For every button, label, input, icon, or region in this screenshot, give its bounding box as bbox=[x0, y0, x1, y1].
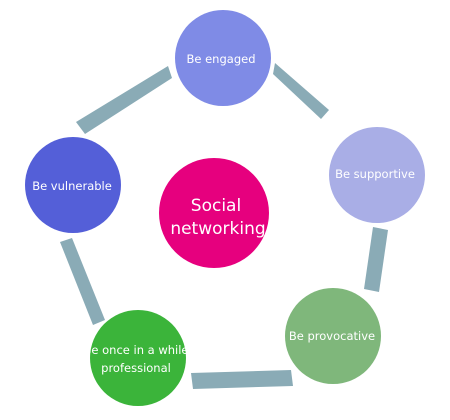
node-be-provocative-circle bbox=[285, 288, 381, 384]
cycle-arrow-provocative-to-professional bbox=[191, 370, 293, 389]
cycle-arrow-vulnerable-to-engaged bbox=[76, 66, 172, 134]
node-be-engaged: Be engaged bbox=[175, 10, 271, 106]
cycle-arrows bbox=[60, 63, 388, 389]
node-be-once-in-a-while-professional-label-line2: professional bbox=[101, 361, 171, 375]
cycle-arrow-engaged-to-supportive bbox=[273, 63, 329, 119]
node-be-engaged-label: Be engaged bbox=[186, 52, 255, 66]
center-label-line1: Social bbox=[191, 196, 241, 216]
node-be-supportive: Be supportive bbox=[329, 127, 425, 223]
cycle-arrow-professional-to-vulnerable bbox=[60, 238, 105, 325]
node-be-provocative: Be provocative bbox=[285, 288, 381, 384]
node-be-vulnerable: Be vulnerable bbox=[25, 137, 121, 233]
node-be-supportive-label: Be supportive bbox=[335, 167, 415, 181]
node-be-supportive-circle bbox=[329, 127, 425, 223]
node-be-provocative-label: Be provocative bbox=[289, 329, 375, 343]
center-node-social-networking: Social networking bbox=[159, 158, 269, 268]
node-be-vulnerable-label: Be vulnerable bbox=[32, 179, 112, 193]
node-be-once-in-a-while-professional: Be once in a while professional bbox=[84, 310, 189, 406]
center-circle bbox=[159, 158, 269, 268]
node-be-engaged-circle bbox=[175, 10, 271, 106]
node-be-once-in-a-while-professional-label-line1: Be once in a while bbox=[84, 343, 189, 357]
node-be-vulnerable-circle bbox=[25, 137, 121, 233]
node-be-once-in-a-while-professional-circle bbox=[90, 310, 186, 406]
center-label-line2: networking bbox=[170, 219, 265, 239]
cycle-arrow-supportive-to-provocative bbox=[364, 227, 388, 292]
